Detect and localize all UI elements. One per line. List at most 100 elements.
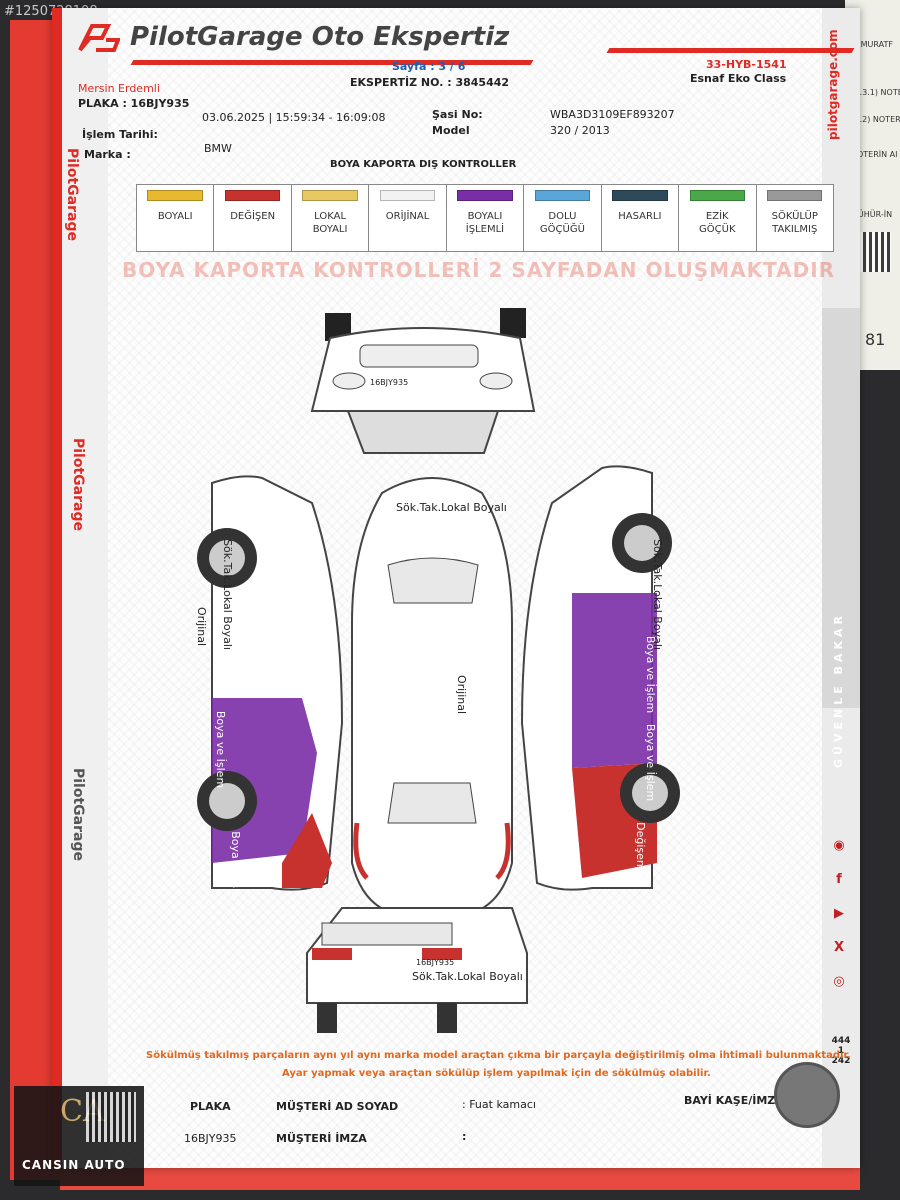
- expertise-report: PilotGarage PilotGarage PilotGarage GÜVE…: [52, 8, 860, 1168]
- legend-swatch: [147, 190, 203, 201]
- legend-swatch: [766, 190, 823, 201]
- roof-status: Orijinal: [455, 674, 469, 715]
- social-icons: ◉ f ▶ X ◎: [830, 838, 848, 1008]
- plate-header: PLAKA : 16BJY935: [78, 97, 190, 110]
- instagram-icon[interactable]: ◎: [833, 974, 845, 989]
- signature-label: MÜŞTERİ İMZA: [276, 1132, 367, 1145]
- car-left-side: [197, 475, 344, 891]
- report-code: 33-HYB-1541: [706, 58, 787, 71]
- footer-plate-value: 16BJY935: [184, 1132, 237, 1145]
- date-label: İşlem Tarihi:: [82, 128, 158, 141]
- car-rear-view: [306, 907, 528, 1033]
- right-rear-status: Değişen: [633, 822, 647, 867]
- section-title: BOYA KAPORTA DIŞ KONTROLLER: [330, 159, 517, 170]
- stamp-label: BAYİ KAŞE/İMZA: [684, 1094, 784, 1107]
- bg-note: 81: [865, 330, 886, 349]
- legend-label: SÖKÜLÜP TAKILMIŞ: [771, 211, 818, 235]
- right-door-rear-status: Boya ve İşlem: [644, 723, 658, 802]
- paper-stack-left: [10, 20, 60, 1180]
- legend-item: DOLU GÖÇÜĞÜ: [524, 185, 602, 251]
- right-fender-status: Sök.Tak.Lokal Boyalı: [650, 539, 664, 650]
- legend-swatch: [379, 190, 436, 201]
- header-accent: [130, 60, 534, 65]
- bg-note: 9 MURATF: [853, 40, 893, 49]
- left-brand-strip: PilotGarage PilotGarage PilotGarage: [52, 8, 108, 1168]
- dealer-logo: CA CANSIN AUTO: [14, 1086, 144, 1186]
- brand-label: Marka :: [84, 148, 131, 161]
- side-brand: PilotGarage: [70, 768, 86, 861]
- company-name: PilotGarage Oto Ekspertiz: [130, 22, 510, 52]
- whatsapp-icon[interactable]: ◉: [833, 838, 845, 853]
- chassis-label: Şasi No:: [432, 108, 483, 121]
- rear-status: Sök.Tak.Lokal Boyalı: [412, 970, 523, 983]
- branch-name: Mersin Erdemli: [78, 82, 160, 95]
- footer-plate-label: PLAKA: [190, 1100, 231, 1113]
- bg-note: NOTERİN AI: [851, 150, 898, 159]
- side-brand: PilotGarage: [70, 438, 86, 531]
- car-top-view: [351, 477, 513, 914]
- brand-value: BMW: [204, 142, 232, 155]
- legend-swatch: [534, 190, 591, 201]
- legend-swatch: [302, 190, 358, 201]
- right-door-front-status: Boya ve İşlem: [644, 635, 658, 714]
- color-legend: BOYALI DEĞİŞEN LOKAL BOYALI ORİJİNAL BOYALI …: [136, 184, 834, 252]
- seal-icon: [774, 1062, 840, 1128]
- legend-swatch: [224, 190, 281, 201]
- hood-status: Sök.Tak.Lokal Boyalı: [396, 501, 507, 514]
- legend-label: DEĞİŞEN: [230, 211, 276, 222]
- legend-item: EZİK GÖÇÜK: [679, 185, 757, 251]
- legend-label: BOYALI İŞLEMLİ: [465, 211, 505, 235]
- car-right-side: [520, 465, 680, 891]
- info-banner: BOYA KAPORTA KONTROLLERİ 2 SAYFADAN OLUŞ…: [122, 258, 836, 282]
- x-icon[interactable]: X: [833, 940, 845, 955]
- bg-note: MÜHÜR-İN: [851, 210, 893, 219]
- dealer-name: CANSIN AUTO: [22, 1158, 126, 1172]
- facebook-icon[interactable]: f: [836, 872, 842, 887]
- left-rear-status: Boya ve İşle: [228, 831, 242, 898]
- front-plate: 16BJY935: [370, 378, 409, 387]
- legend-swatch: [612, 190, 668, 201]
- legend-item: ORİJİNAL: [369, 185, 447, 251]
- side-brand: PilotGarage: [64, 148, 80, 241]
- model-value: 320 / 2013: [550, 124, 610, 137]
- legend-label: DOLU GÖÇÜĞÜ: [539, 211, 585, 235]
- legend-item: DEĞİŞEN: [214, 185, 292, 251]
- right-brand-strip: GÜVENLE BAKAR pilotgarage.com ◉ f ▶ X ◎ …: [822, 8, 860, 1168]
- left-door-status: Boya ve İşlem: [214, 710, 228, 789]
- car-damage-diagram: [197, 308, 680, 1033]
- legend-swatch: [689, 190, 746, 201]
- legend-item: SÖKÜLÜP TAKILMIŞ: [757, 185, 833, 251]
- date-value: 03.06.2025 | 15:59:34 - 16:09:08: [202, 111, 386, 124]
- customer-value: : Fuat kamacı: [462, 1098, 536, 1111]
- model-label: Model: [432, 124, 470, 137]
- legend-item: BOYALI: [137, 185, 215, 251]
- left-fender-status-2: Orijinal: [195, 606, 209, 647]
- footer-note: Sökülmüş takılmış parçaların aynı yıl ay…: [146, 1050, 851, 1061]
- customer-label: MÜŞTERİ AD SOYAD: [276, 1100, 399, 1113]
- bg-note: (Z.2) NOTER S: [851, 115, 900, 124]
- legend-item: HASARLI: [602, 185, 680, 251]
- package-name: Esnaf Eko Class: [690, 72, 787, 85]
- dealer-qr-icon: [86, 1092, 136, 1142]
- bg-note: (Z.3.1) NOTER: [851, 88, 900, 97]
- signature-value: :: [462, 1130, 467, 1143]
- youtube-icon[interactable]: ▶: [834, 906, 844, 921]
- legend-item: BOYALI İŞLEMLİ: [447, 185, 525, 251]
- company-logo-icon: [74, 20, 121, 56]
- page-number: Sayfa : 3 / 6: [392, 60, 466, 73]
- car-front-view: [310, 308, 536, 454]
- chassis-value: WBA3D3109EF893207: [550, 108, 675, 121]
- legend-swatch: [457, 190, 513, 201]
- header-accent: [606, 48, 855, 53]
- legend-label: BOYALI: [157, 211, 193, 222]
- legend-item: LOKAL BOYALI: [292, 185, 370, 251]
- left-fender-status: Sök.Tak.Lokal Boyalı: [220, 539, 234, 650]
- footer-note-2: Ayar yapmak veya araçtan sökülüp işlem y…: [282, 1068, 711, 1079]
- legend-label: ORİJİNAL: [385, 211, 430, 222]
- legend-label: LOKAL BOYALI: [312, 211, 348, 235]
- legend-label: EZİK GÖÇÜK: [699, 211, 736, 235]
- slogan: GÜVENLE BAKAR: [832, 612, 845, 768]
- legend-label: HASARLI: [618, 211, 662, 222]
- website: pilotgarage.com: [826, 29, 840, 140]
